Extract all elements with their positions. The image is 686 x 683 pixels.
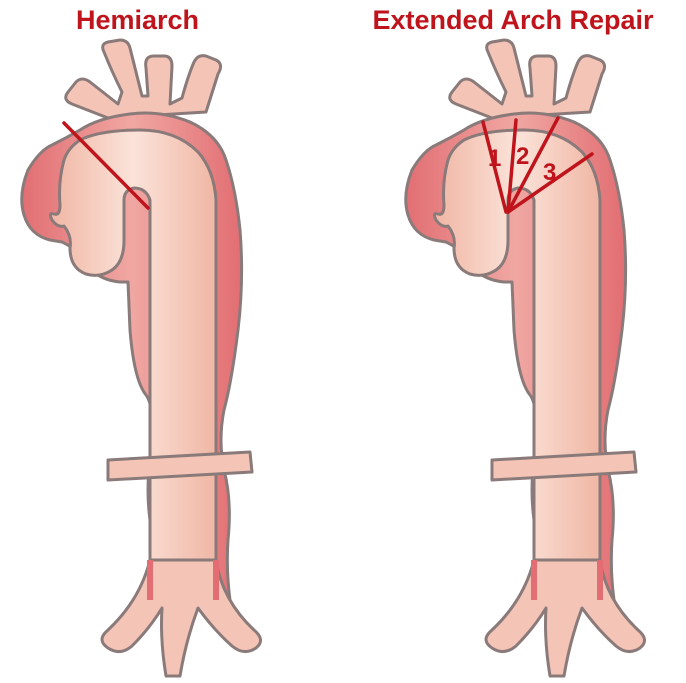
zone-1-label: 1: [488, 145, 501, 172]
extended-arch-aorta-illustration: [406, 40, 645, 676]
zone-2-label: 2: [516, 143, 529, 170]
zone-3-label: 3: [543, 159, 556, 186]
hemiarch-aorta-illustration: [22, 40, 261, 676]
